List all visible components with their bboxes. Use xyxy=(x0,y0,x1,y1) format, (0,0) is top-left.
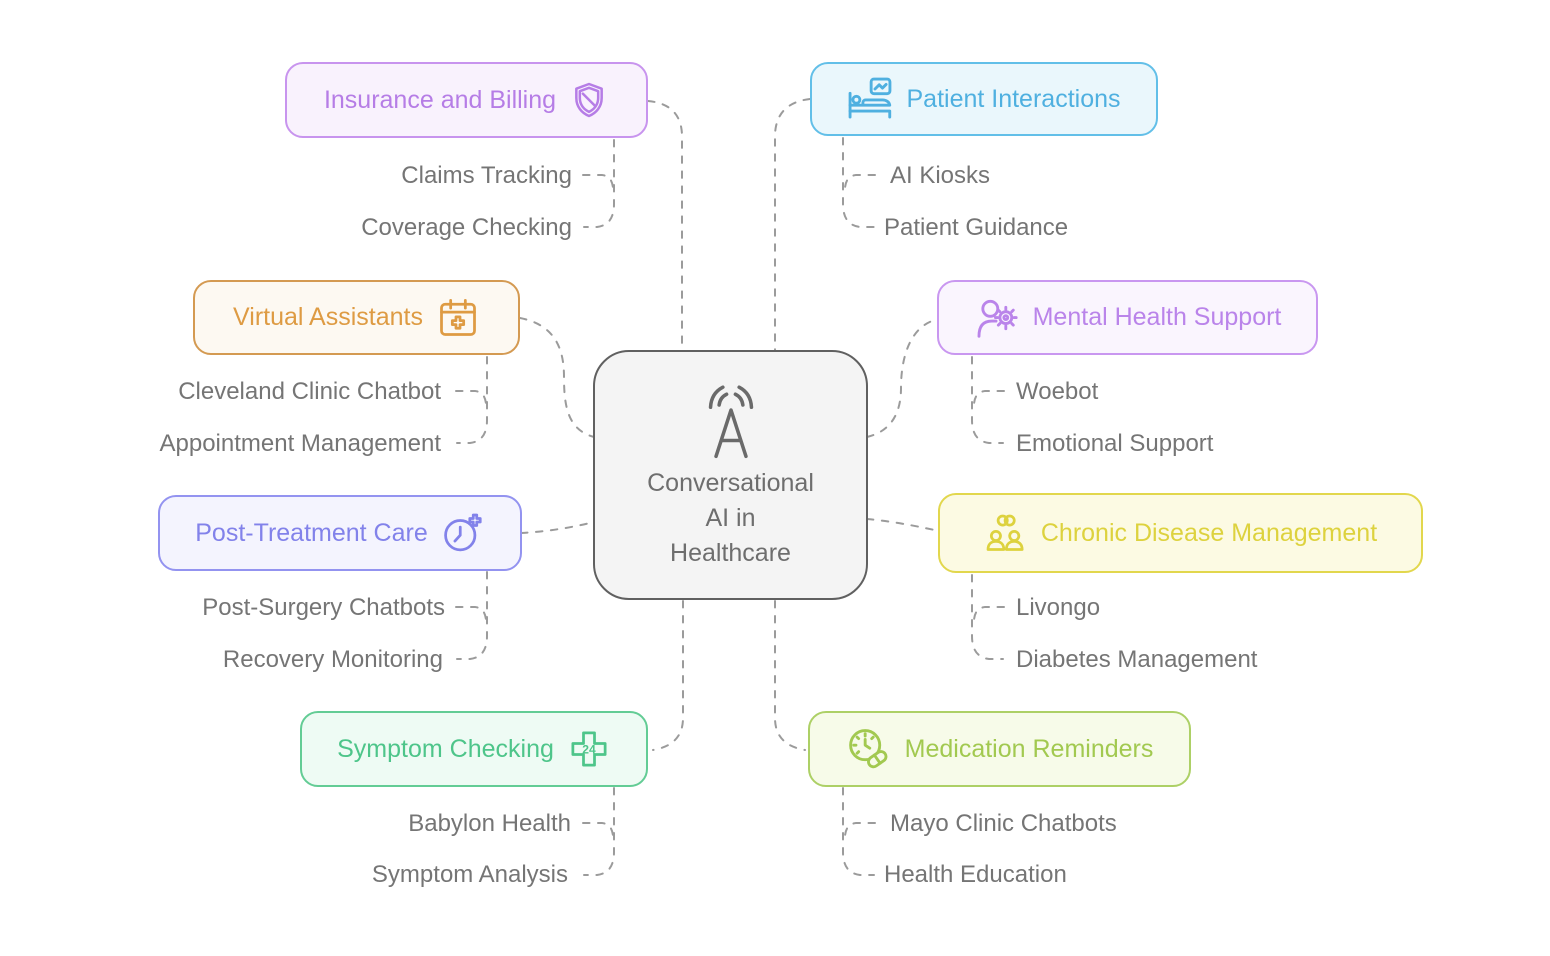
connector-post-children-trunk xyxy=(456,571,488,660)
branch-label: Mental Health Support xyxy=(1032,303,1282,331)
connector-center-to-insurance xyxy=(647,100,683,352)
child-babylon-health[interactable]: Babylon Health xyxy=(408,810,571,837)
connector-chronic-children-trunk xyxy=(971,574,1004,660)
child-health-education[interactable]: Health Education xyxy=(884,861,1067,888)
connector-center-to-symptom xyxy=(652,600,684,751)
connector-center-to-mental xyxy=(866,318,940,438)
calendar-plus-icon xyxy=(436,296,480,340)
connector-center-to-chronic xyxy=(866,518,940,532)
branch-mental-health-support[interactable]: Mental Health Support xyxy=(937,280,1318,355)
people-link-icon xyxy=(984,511,1028,555)
shield-slash-icon xyxy=(569,80,609,120)
child-patient-guidance[interactable]: Patient Guidance xyxy=(884,214,1069,241)
mind-gear-icon xyxy=(974,295,1020,341)
clock-pill-icon xyxy=(846,726,892,772)
child-diabetes-management[interactable]: Diabetes Management xyxy=(1016,646,1258,673)
connector-center-to-virtual xyxy=(519,317,595,438)
branch-label: Insurance and Billing xyxy=(323,85,557,114)
connector-patient-children-trunk xyxy=(842,137,875,228)
branch-label: Chronic Disease Management xyxy=(1040,518,1378,547)
branch-medication-reminders[interactable]: Medication Reminders xyxy=(808,711,1191,787)
connector-medication-child-1 xyxy=(844,822,876,837)
connector-medication-children-trunk xyxy=(842,787,875,876)
center-title: Conversational AI in Healthcare xyxy=(647,468,814,567)
child-cleveland-clinic-chatbot[interactable]: Cleveland Clinic Chatbot xyxy=(178,378,441,405)
branch-label: Symptom Checking xyxy=(337,734,554,763)
connector-insurance-children-trunk xyxy=(583,139,615,228)
branch-label: Virtual Assistants xyxy=(233,303,423,331)
connector-patient-child-1 xyxy=(844,174,876,189)
branch-virtual-assistants[interactable]: Virtual Assistants xyxy=(193,280,520,355)
patient-bed-icon xyxy=(847,76,893,122)
branch-insurance-and-billing[interactable]: Insurance and Billing xyxy=(285,62,648,138)
branch-symptom-checking[interactable]: Symptom Checking 24 xyxy=(300,711,648,787)
connector-virtual-child-1 xyxy=(455,390,487,405)
connector-insurance-child-1 xyxy=(582,174,614,189)
child-woebot[interactable]: Woebot xyxy=(1016,378,1099,405)
child-emotional-support[interactable]: Emotional Support xyxy=(1016,430,1214,457)
ai-signal-icon xyxy=(687,380,775,460)
connector-center-to-medication xyxy=(774,600,806,751)
connector-symptom-child-1 xyxy=(582,822,614,837)
connector-post-child-1 xyxy=(455,606,487,621)
center-node[interactable]: Conversational AI in Healthcare xyxy=(593,350,868,600)
child-appointment-management[interactable]: Appointment Management xyxy=(159,430,441,457)
connector-virtual-children-trunk xyxy=(456,356,488,444)
branch-post-treatment-care[interactable]: Post-Treatment Care xyxy=(158,495,522,571)
branch-patient-interactions[interactable]: Patient Interactions xyxy=(810,62,1158,136)
connector-symptom-children-trunk xyxy=(583,787,615,876)
connector-mental-children-trunk xyxy=(971,356,1004,444)
child-livongo[interactable]: Livongo xyxy=(1016,594,1101,621)
child-coverage-checking[interactable]: Coverage Checking xyxy=(361,214,572,241)
connector-center-to-post xyxy=(520,521,595,534)
child-recovery-monitoring[interactable]: Recovery Monitoring xyxy=(222,646,443,673)
connector-center-to-patient xyxy=(774,98,811,352)
clock-plus-icon xyxy=(441,511,485,555)
connector-mental-child-1 xyxy=(973,390,1005,405)
child-ai-kiosks[interactable]: AI Kiosks xyxy=(890,162,991,189)
branch-label: Patient Interactions xyxy=(906,84,1121,113)
child-post-surgery-chatbots[interactable]: Post-Surgery Chatbots xyxy=(202,594,445,621)
branch-label: Post-Treatment Care xyxy=(195,518,428,547)
cross-24-icon: 24 xyxy=(567,727,611,771)
child-claims-tracking[interactable]: Claims Tracking xyxy=(401,162,572,189)
child-symptom-analysis[interactable]: Symptom Analysis xyxy=(371,861,568,888)
connector-chronic-child-1 xyxy=(973,606,1005,621)
child-mayo-clinic-chatbots[interactable]: Mayo Clinic Chatbots xyxy=(890,810,1117,837)
svg-text:24: 24 xyxy=(582,742,596,756)
branch-label: Medication Reminders xyxy=(904,734,1154,763)
branch-chronic-disease-management[interactable]: Chronic Disease Management xyxy=(938,493,1423,573)
